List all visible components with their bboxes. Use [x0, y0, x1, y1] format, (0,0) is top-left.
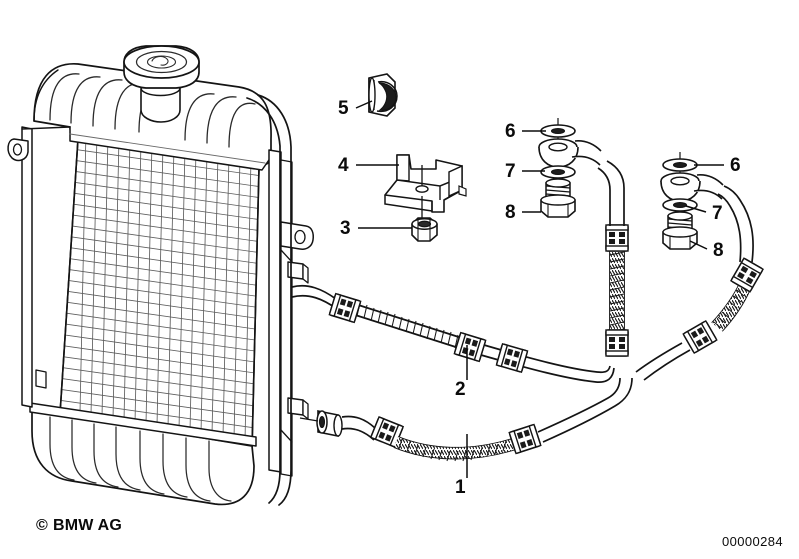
part-4-mounting-bracket [384, 154, 467, 213]
callout-label-8-right: 8 [713, 240, 724, 261]
radiator-side-hose [246, 94, 292, 506]
hose-1-union-nut [299, 410, 343, 437]
radiator-frame-right [268, 149, 314, 477]
hose-1-left-pipe [341, 415, 376, 441]
callout-label-6-right: 6 [730, 155, 741, 176]
mounting-tab-lower-left [35, 369, 47, 389]
callout-label-4: 4 [338, 155, 349, 176]
part-2-upper-oil-cooler-hose [291, 160, 629, 383]
part-6-sealing-ring-right [662, 158, 698, 172]
radiator-cap [123, 45, 200, 123]
callout-label-5: 5 [338, 98, 349, 119]
callout-label-2: 2 [455, 379, 466, 400]
leader-5 [355, 100, 373, 109]
radiator-bottom-tank [29, 402, 257, 506]
leader-7-right [685, 205, 707, 213]
callout-label-1: 1 [455, 477, 466, 498]
hose-2-ferrule-upper [605, 224, 629, 252]
hose-2-riser [609, 240, 625, 345]
radiator-frame-left [7, 126, 71, 408]
copyright-text: BMW AG [53, 517, 123, 534]
banjo-assembly-left [538, 118, 602, 218]
hose-1-ferrule-top-right [730, 257, 764, 293]
callout-label-3: 3 [340, 218, 351, 239]
banjo-eye-right [660, 172, 724, 202]
part-7-sealing-ring-left [540, 165, 576, 179]
hose-1-right-pipe [537, 377, 633, 443]
part-8-banjo-bolt-right [662, 211, 698, 250]
hose-2-ferrule-right [453, 331, 487, 363]
hose-1-flex-section [393, 436, 517, 462]
hose-1-ferrule-far-right [682, 320, 718, 354]
hose-1-upper-run [635, 342, 691, 381]
banjo-eye-left [538, 138, 602, 168]
radiator [7, 45, 314, 506]
hose-2-ferrule-left [328, 292, 362, 324]
mounting-tab-upper-left [7, 138, 29, 162]
callout-label-7-left: 7 [505, 161, 516, 182]
copyright-icon: © [36, 517, 48, 534]
hose-2-flex-section [348, 300, 466, 350]
banjo-assembly-right [660, 152, 724, 250]
copyright-notice: © BMW AG [36, 517, 122, 535]
callout-label-7-right: 7 [712, 203, 723, 224]
hose-2-top-bend [597, 160, 625, 226]
hose-1-ferrule-right [508, 423, 542, 455]
callout-leader-lines [355, 100, 724, 478]
leader-8-right [689, 240, 708, 250]
part-6-sealing-ring-left [540, 124, 576, 138]
part-5-hose-clamp [368, 73, 398, 117]
part-1-lower-oil-cooler-hose [299, 185, 764, 462]
part-8-banjo-bolt-left [540, 178, 576, 218]
mounting-tab-upper-right [280, 221, 314, 250]
hose-2-ferrule-mid [495, 343, 529, 373]
part-7-sealing-ring-right [662, 198, 698, 212]
hose-2-left-pipe [291, 284, 338, 310]
hose-1-top-bend-right [717, 185, 754, 263]
part-3-hex-nut [411, 196, 438, 242]
hose-1-right-flex [711, 282, 751, 332]
callout-label-6-left: 6 [505, 121, 516, 142]
diagram-number: 00000284 [722, 534, 784, 549]
callout-label-8-left: 8 [505, 202, 516, 223]
hose-2-ferrule-lower [605, 329, 629, 357]
